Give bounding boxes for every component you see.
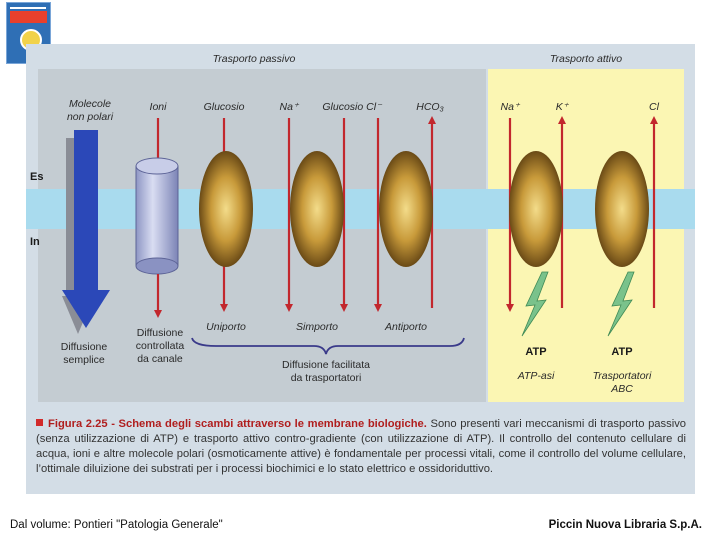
membrane-transport-diagram: Trasporto passivo Trasporto attivo Es In… bbox=[26, 53, 695, 402]
simple-diffusion-arrow bbox=[62, 130, 110, 328]
nonpolar-molecules-label-line1: Molecole bbox=[69, 98, 111, 110]
antiporter-protein bbox=[379, 151, 433, 267]
outside-label: Es bbox=[30, 171, 43, 183]
figure-caption: Figura 2.25 - Schema degli scambi attrav… bbox=[36, 417, 686, 477]
chloride-label: Cl bbox=[649, 101, 660, 113]
abc-transporters-label-line2: ABC bbox=[610, 383, 633, 395]
atp-label-2: ATP bbox=[611, 346, 632, 358]
atp-lightning-icon-1 bbox=[521, 271, 549, 337]
atpase-label: ATP-asi bbox=[517, 370, 555, 382]
potassium-label: K⁺ bbox=[556, 101, 570, 113]
uniport-label: Uniporto bbox=[206, 321, 246, 333]
caption-text: Sono presenti vari meccanismi di traspor… bbox=[36, 418, 687, 475]
abc-transporter-protein bbox=[595, 151, 649, 267]
atpase-protein bbox=[509, 151, 563, 267]
facilitated-diffusion-label-line2: da trasportatori bbox=[291, 372, 362, 384]
sodium-label-atpase: Na⁺ bbox=[501, 101, 521, 113]
antiport-label: Antiporto bbox=[384, 321, 427, 333]
facilitated-diffusion-label-line1: Diffusione facilitata bbox=[282, 359, 370, 371]
caption-title: Figura 2.25 - Schema degli scambi attrav… bbox=[48, 418, 427, 430]
bicarbonate-label: HCO₃ bbox=[416, 101, 444, 113]
inside-label: In bbox=[30, 236, 40, 248]
ions-label: Ioni bbox=[150, 101, 168, 113]
figure-panel: Trasporto passivo Trasporto attivo Es In… bbox=[26, 44, 695, 494]
channel-diffusion-label-line1: Diffusione bbox=[137, 327, 184, 339]
symporter-protein bbox=[290, 151, 344, 267]
cover-title-band bbox=[10, 11, 47, 23]
glucose-chloride-label: Glucosio Cl⁻ bbox=[322, 101, 383, 113]
cell-membrane bbox=[26, 189, 695, 229]
passive-transport-header: Trasporto passivo bbox=[213, 53, 296, 65]
ion-channel-top bbox=[135, 157, 179, 175]
channel-diffusion-label-line2: controllata bbox=[136, 340, 185, 352]
sodium-label-symport: Na⁺ bbox=[280, 101, 300, 113]
uniporter-protein bbox=[199, 151, 253, 267]
ion-channel-body bbox=[135, 165, 179, 267]
facilitated-diffusion-brace bbox=[191, 337, 465, 355]
active-transport-header: Trasporto attivo bbox=[550, 53, 622, 65]
source-credit: Dal volume: Pontieri "Patologia Generale… bbox=[10, 519, 223, 531]
publisher-credit: Piccin Nuova Libraria S.p.A. bbox=[548, 519, 702, 531]
glucose-label: Glucosio bbox=[204, 101, 245, 113]
symport-label: Simporto bbox=[296, 321, 338, 333]
simple-diffusion-label-line2: semplice bbox=[63, 354, 105, 366]
ion-channel-bottom bbox=[135, 257, 179, 275]
cover-stripe bbox=[10, 7, 46, 9]
channel-diffusion-label-line3: da canale bbox=[137, 353, 183, 365]
atp-lightning-icon-2 bbox=[607, 271, 635, 337]
atp-label-1: ATP bbox=[525, 346, 546, 358]
caption-bullet-square bbox=[36, 419, 43, 426]
nonpolar-molecules-label-line2: non polari bbox=[67, 111, 114, 123]
simple-diffusion-label-line1: Diffusione bbox=[61, 341, 108, 353]
abc-transporters-label-line1: Trasportatori bbox=[593, 370, 652, 382]
